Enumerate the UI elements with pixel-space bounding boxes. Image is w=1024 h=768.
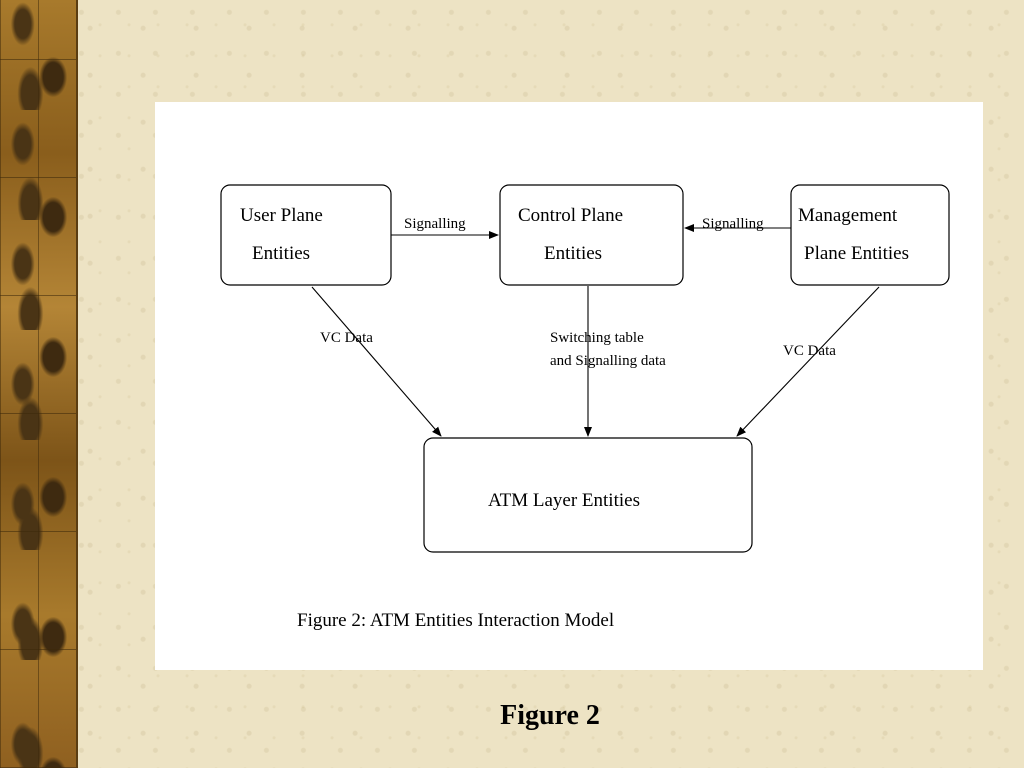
- arrow-management-to-atm: [736, 286, 880, 437]
- management-plane-label-1: Management: [798, 205, 898, 226]
- control-plane-box: [499, 184, 684, 286]
- label-management-to-control: Signalling: [702, 216, 764, 232]
- slide-caption: Figure 2: [500, 700, 600, 731]
- atm-diagram: User Plane Entities Control Plane Entiti…: [220, 184, 950, 631]
- atm-layer-label: ATM Layer Entities: [488, 490, 640, 511]
- arrow-user-to-atm: [311, 286, 442, 437]
- label-user-to-atm: VC Data: [320, 330, 373, 346]
- figure-caption: Figure 2: ATM Entities Interaction Model: [297, 610, 614, 631]
- control-plane-node: Control Plane Entities: [499, 184, 684, 286]
- decorative-border: [0, 0, 76, 768]
- control-plane-label-2: Entities: [544, 243, 602, 264]
- user-plane-box: [220, 184, 392, 286]
- label-user-to-control: Signalling: [404, 216, 466, 232]
- atm-layer-box: [423, 437, 753, 553]
- user-plane-label-2: Entities: [252, 243, 310, 264]
- label-management-to-atm: VC Data: [783, 343, 836, 359]
- control-plane-label-1: Control Plane: [518, 205, 623, 226]
- user-plane-label-1: User Plane: [240, 205, 323, 226]
- label-control-to-atm-2: and Signalling data: [550, 353, 666, 369]
- user-plane-node: User Plane Entities: [220, 184, 392, 286]
- label-control-to-atm-1: Switching table: [550, 330, 644, 346]
- management-plane-node: Management Plane Entities: [790, 184, 950, 286]
- atm-layer-node: ATM Layer Entities: [423, 437, 753, 553]
- border-edge: [76, 0, 78, 768]
- figure-panel: User Plane Entities Control Plane Entiti…: [155, 102, 983, 670]
- management-plane-box: [790, 184, 950, 286]
- management-plane-label-2: Plane Entities: [804, 243, 909, 264]
